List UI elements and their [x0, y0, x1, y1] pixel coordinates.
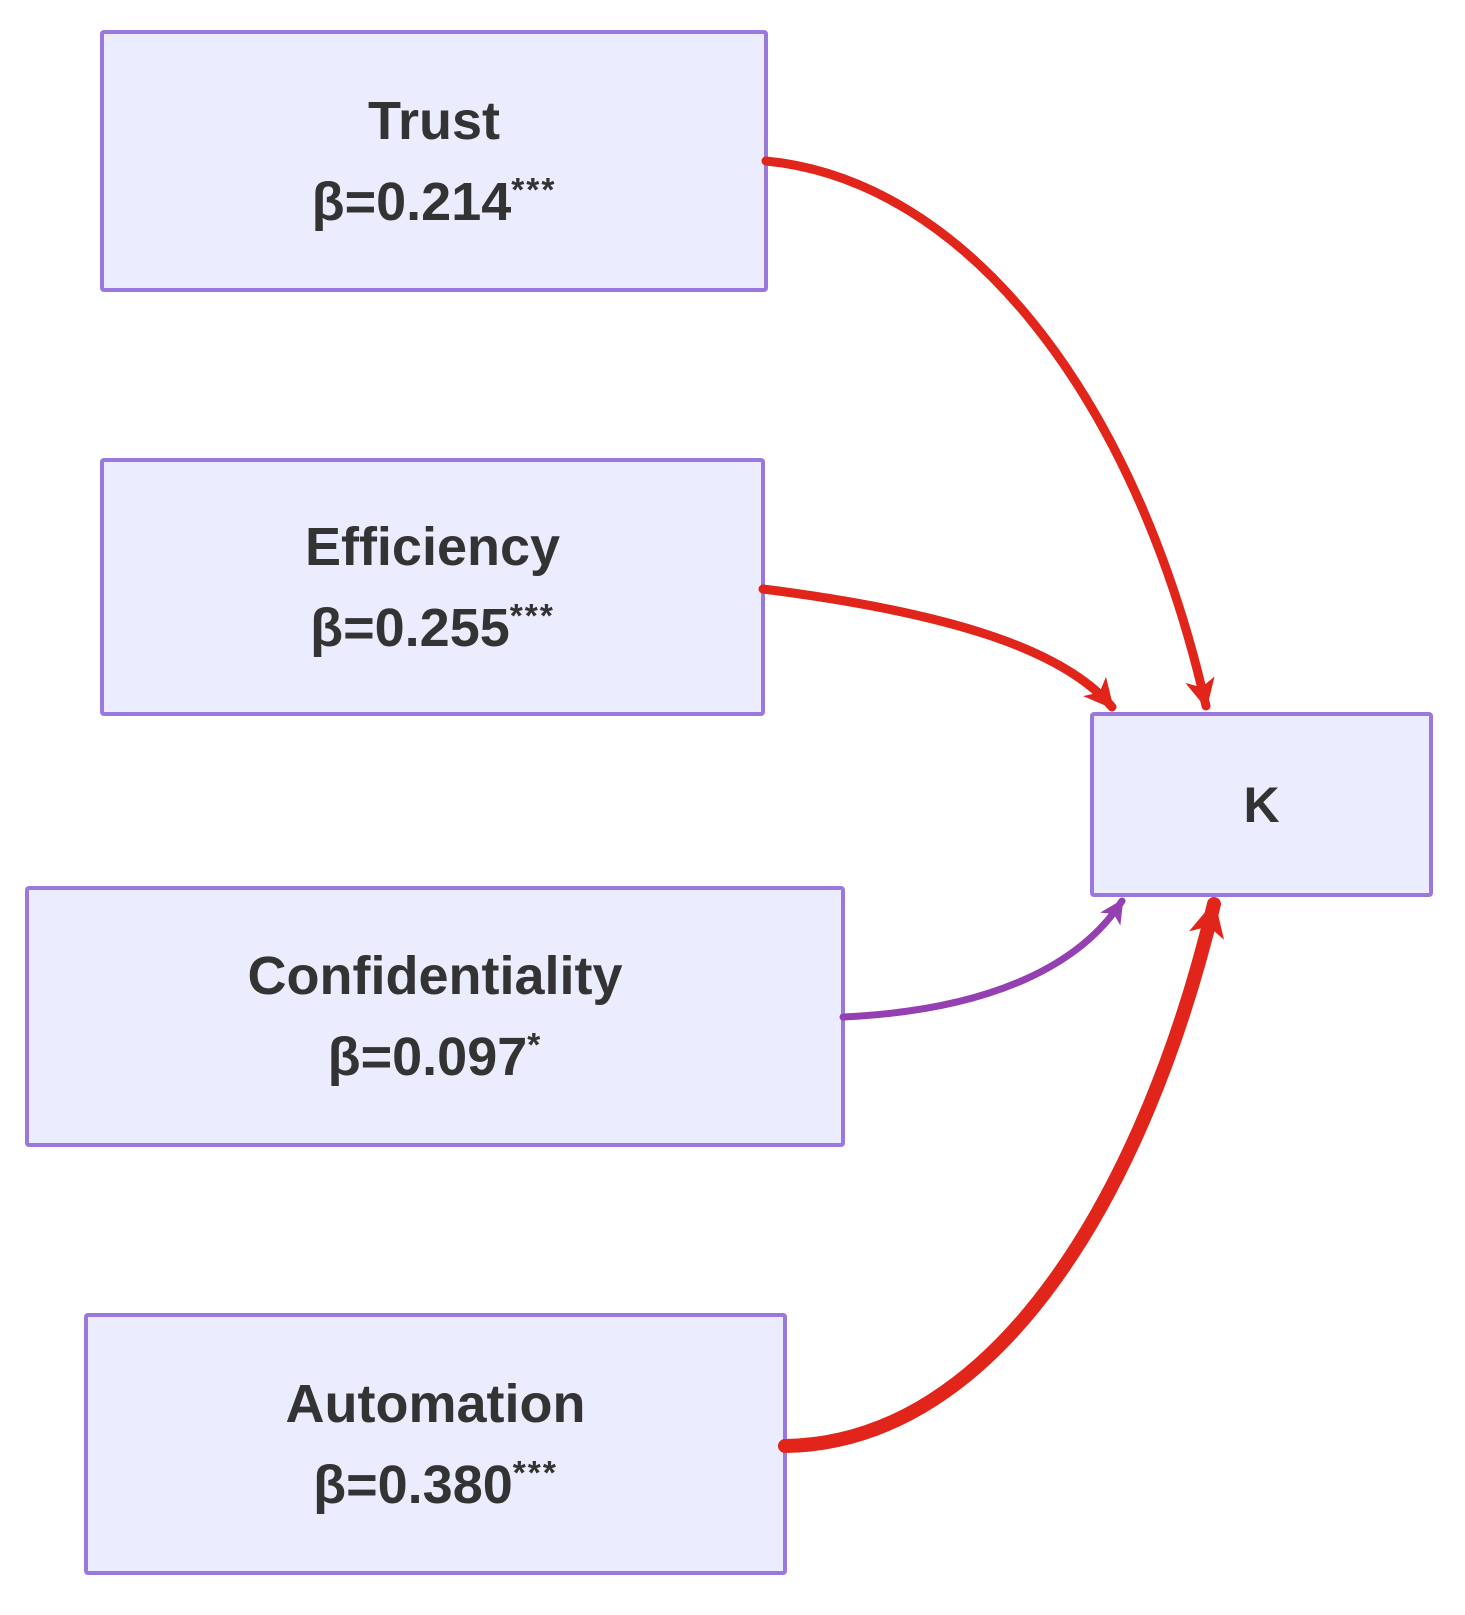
significance-stars: ***	[511, 171, 557, 209]
node-k: K	[1090, 712, 1433, 897]
edge-automation-to-k	[778, 897, 1224, 1453]
node-efficiency-beta: β=0.255***	[310, 597, 555, 658]
node-trust-label: Trust	[367, 90, 501, 151]
significance-stars: ***	[509, 597, 555, 635]
edge-efficiency-to-k	[758, 584, 1117, 712]
node-confidentiality-label: Confidentiality	[247, 946, 623, 1006]
node-k-label: K	[1243, 776, 1280, 833]
node-confidentiality: Confidentiality β=0.097*	[25, 886, 845, 1147]
node-trust-beta: β=0.214***	[311, 171, 557, 232]
node-automation-label: Automation	[285, 1373, 586, 1434]
node-efficiency-label: Efficiency	[304, 516, 561, 577]
node-confidentiality-beta: β=0.097*	[327, 1027, 543, 1087]
node-automation-beta: β=0.380***	[313, 1454, 558, 1515]
edge-trust-to-k	[761, 156, 1215, 711]
node-efficiency: Efficiency β=0.255***	[100, 458, 765, 716]
significance-stars: *	[527, 1027, 543, 1064]
node-trust: Trust β=0.214***	[100, 30, 768, 292]
significance-stars: ***	[512, 1454, 558, 1492]
edge-confidentiality-to-k	[839, 897, 1126, 1021]
node-automation: Automation β=0.380***	[84, 1313, 787, 1575]
